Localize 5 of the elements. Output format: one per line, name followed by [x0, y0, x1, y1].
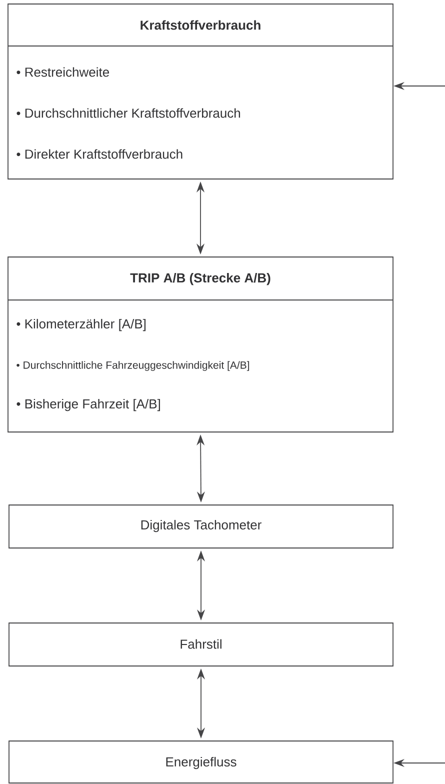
process-box: Kraftstoffverbrauch • Restreichweite • Durchschnittlicher Kraftstoffverbrauch • Direkter Kraftstoffverbrauch	[8, 4, 394, 180]
process-box: Digitales Tachometer	[8, 504, 394, 548]
process-box: TRIP A/B (Strecke A/B) • Kilometerzähler [A/B] • Durchschnittliche Fahrzeuggeschwindigkeit [A/B] • Bisherige Fahrzeit [A/B]	[8, 256, 394, 432]
process-box: Fahrstil	[8, 622, 394, 666]
process-box: Energiefluss	[8, 740, 394, 784]
